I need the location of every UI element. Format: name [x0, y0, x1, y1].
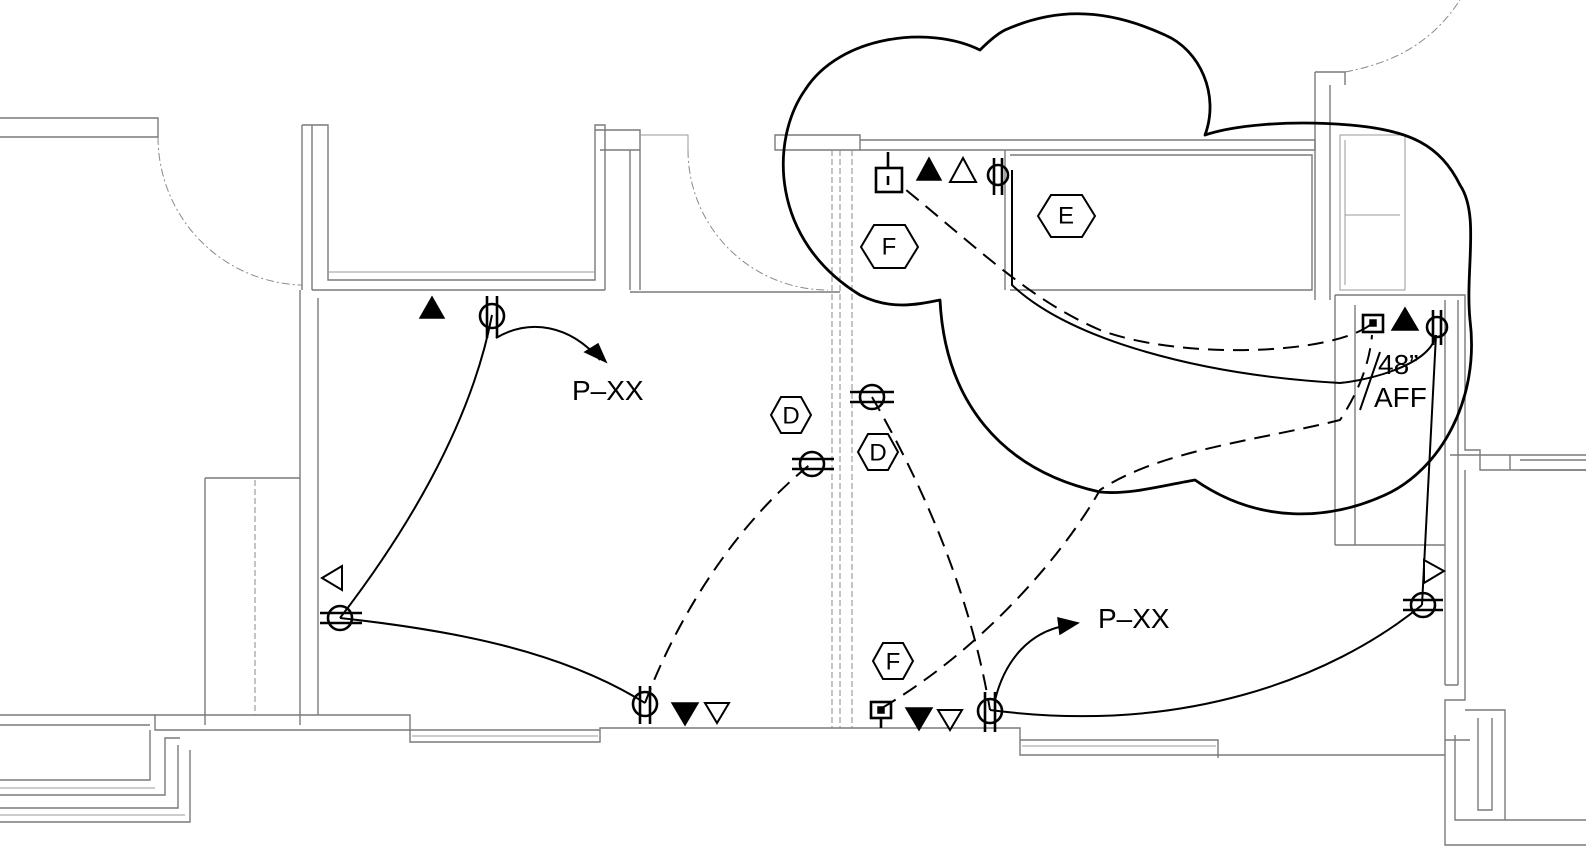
telephone-outlet-cloud-top — [915, 156, 943, 181]
floor-box-cloud-top — [874, 152, 904, 194]
floor-box-bottom — [869, 700, 893, 728]
receptacle-left-wall — [320, 604, 362, 632]
data-outlet-right — [1423, 558, 1447, 585]
keyed-note-d1: D — [769, 396, 813, 434]
floor-box-cloud-right — [1361, 313, 1385, 334]
receptacle-symbols — [320, 158, 1449, 732]
mounting-height-note: 48” AFF — [1359, 349, 1427, 413]
home-run-arrows — [495, 326, 1080, 701]
revision-cloud — [782, 12, 1473, 516]
data-outlet-bottom-right — [936, 709, 964, 732]
telephone-outlet-bottom-right — [904, 707, 934, 732]
mounting-height-reference: AFF — [1374, 382, 1427, 413]
receptacle-cloud-top — [986, 158, 1010, 195]
receptacle-center-floor — [792, 450, 834, 478]
receptacle-bottom-left — [631, 686, 659, 724]
receptacle-center-wall — [850, 383, 894, 411]
data-outlet-left — [320, 564, 343, 592]
receptacle-cloud-right — [1425, 310, 1449, 345]
panel-label-bottom: P–XX — [1098, 603, 1170, 634]
receptacle-right-wall — [1403, 591, 1443, 619]
telephone-outlet-bottom-left — [670, 702, 700, 727]
data-outlet-bottom-left — [703, 702, 731, 725]
receptacle-top-left — [478, 296, 506, 338]
svg-text:D: D — [869, 440, 886, 467]
receptacle-bottom-right — [976, 692, 1004, 732]
svg-text:E: E — [1058, 203, 1074, 230]
panel-label-top: P–XX — [572, 375, 644, 406]
branch-circuits — [339, 170, 1437, 718]
data-outlet-cloud-top — [948, 155, 978, 183]
telephone-outlet-cloud-right — [1390, 306, 1420, 331]
keyed-note-e-cloud: E — [1036, 194, 1097, 238]
svg-text:D: D — [782, 403, 799, 430]
keyed-note-f-cloud: F — [859, 224, 920, 269]
telephone-outlet-top — [418, 295, 446, 319]
keyed-note-f1: F — [871, 642, 915, 680]
floor-box-symbols — [869, 152, 1385, 728]
mounting-height-value: 48” — [1378, 349, 1418, 380]
keyed-note-d2: D — [856, 433, 900, 471]
data-outlet-symbols — [320, 155, 1447, 732]
svg-text:F: F — [882, 234, 897, 261]
architectural-walls — [0, 0, 1586, 846]
svg-text:F: F — [886, 649, 901, 676]
